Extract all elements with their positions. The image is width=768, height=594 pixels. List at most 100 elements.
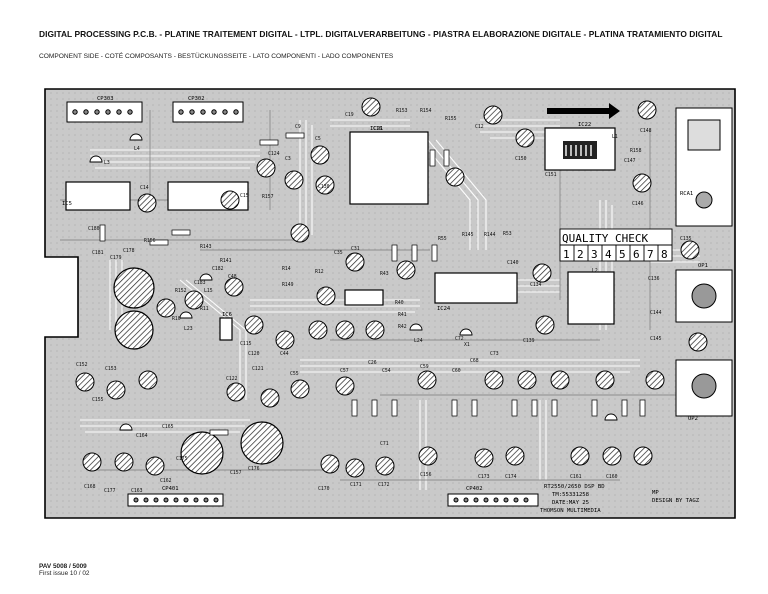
svg-text:C14: C14 — [140, 185, 149, 191]
connector-cp303 — [66, 101, 143, 123]
connector-cp302 — [172, 101, 244, 123]
svg-text:C165: C165 — [162, 424, 174, 430]
svg-text:C60: C60 — [452, 368, 461, 374]
svg-text:DESIGN BY TAGZ: DESIGN BY TAGZ — [652, 498, 700, 504]
transistors — [89, 133, 618, 431]
svg-text:R155: R155 — [445, 116, 457, 122]
svg-text:MP: MP — [652, 490, 659, 496]
svg-text:C155: C155 — [92, 397, 104, 403]
svg-text:R43: R43 — [380, 271, 389, 277]
svg-text:R152: R152 — [175, 288, 187, 294]
svg-text:R14: R14 — [282, 266, 291, 272]
svg-text:C162: C162 — [160, 478, 172, 484]
svg-text:R40: R40 — [395, 300, 404, 306]
label-cp303: CP303 — [97, 96, 114, 102]
svg-text:2: 2 — [577, 248, 584, 261]
svg-text:C180: C180 — [88, 226, 100, 232]
svg-text:C164: C164 — [136, 433, 148, 439]
svg-text:R157: R157 — [262, 194, 274, 200]
svg-text:C176: C176 — [248, 466, 260, 472]
svg-text:R156: R156 — [144, 238, 156, 244]
svg-text:C44: C44 — [280, 351, 289, 357]
svg-text:C172: C172 — [378, 482, 390, 488]
silkscreen-labels: C19 C16 C12 C9 C15 C14 C3 C5 C124 C130 C… — [76, 108, 692, 494]
svg-text:RT2550/2650 DSP BD: RT2550/2650 DSP BD — [544, 484, 605, 490]
svg-text:C115: C115 — [240, 341, 252, 347]
optical-port-op1 — [675, 269, 733, 323]
label-op2: OP2 — [688, 416, 698, 422]
svg-text:3: 3 — [591, 248, 598, 261]
footer-issue: First issue 10 / 02 — [39, 570, 90, 578]
svg-text:L3: L3 — [104, 160, 110, 166]
label-ic21: IC21 — [370, 126, 383, 132]
svg-text:C124: C124 — [268, 151, 280, 157]
svg-text:R10: R10 — [172, 316, 181, 322]
svg-text:C181: C181 — [92, 250, 104, 256]
direction-arrow-icon — [547, 103, 620, 119]
svg-text:C5: C5 — [315, 136, 321, 142]
resistors — [99, 132, 646, 436]
svg-text:C120: C120 — [248, 351, 260, 357]
svg-text:C153: C153 — [105, 366, 117, 372]
svg-text:C68: C68 — [470, 358, 479, 364]
svg-text:C147: C147 — [624, 158, 636, 164]
svg-text:C156: C156 — [420, 472, 432, 478]
svg-text:C134: C134 — [530, 282, 542, 288]
svg-text:C48: C48 — [228, 274, 237, 280]
label-cp401: CP401 — [162, 486, 179, 492]
label-op1: OP1 — [698, 263, 708, 269]
svg-text:C157: C157 — [230, 470, 242, 476]
svg-text:L1: L1 — [612, 134, 618, 140]
svg-text:C171: C171 — [350, 482, 362, 488]
svg-text:C35: C35 — [334, 250, 343, 256]
svg-text:C31: C31 — [351, 246, 360, 252]
svg-text:C9: C9 — [295, 124, 301, 130]
svg-text:C130: C130 — [318, 184, 330, 190]
svg-text:C140: C140 — [507, 260, 519, 266]
svg-text:C135: C135 — [680, 236, 692, 242]
svg-text:8: 8 — [661, 248, 668, 261]
svg-text:C139: C139 — [523, 338, 535, 344]
svg-text:C152: C152 — [76, 362, 88, 368]
quality-check-label: QUALITY CHECK — [562, 232, 648, 245]
svg-text:C182: C182 — [212, 266, 224, 272]
svg-text:DATE:MAY 25: DATE:MAY 25 — [552, 500, 589, 506]
svg-text:C57: C57 — [340, 368, 349, 374]
svg-text:C72: C72 — [455, 336, 464, 342]
svg-text:C177: C177 — [104, 488, 116, 494]
svg-text:C19: C19 — [345, 112, 354, 118]
footer-model: PAV 5008 / 5009 — [39, 563, 87, 570]
svg-text:7: 7 — [647, 248, 654, 261]
svg-text:C150: C150 — [515, 156, 527, 162]
svg-text:C151: C151 — [545, 172, 557, 178]
label-rca1: RCA1 — [680, 191, 693, 197]
svg-text:C168: C168 — [84, 484, 96, 490]
svg-text:R55: R55 — [438, 236, 447, 242]
svg-text:C12: C12 — [475, 124, 484, 130]
ic-outline — [65, 127, 616, 341]
svg-text:R53: R53 — [503, 231, 512, 237]
label-ic5: IC5 — [62, 201, 72, 207]
document-subtitle: COMPONENT SIDE - COTÉ COMPOSANTS - BESTÜ… — [39, 53, 394, 60]
svg-text:C15: C15 — [240, 193, 249, 199]
large-capacitors — [113, 267, 284, 475]
manufacturer-silkscreen: RT2550/2650 DSP BD TM:55331258 DATE:MAY … — [540, 484, 700, 514]
svg-text:C175: C175 — [176, 456, 188, 462]
ic22-chip — [563, 141, 597, 159]
svg-text:R154: R154 — [420, 108, 432, 114]
svg-text:R145: R145 — [462, 232, 474, 238]
label-ic6: IC6 — [222, 312, 232, 318]
svg-text:C178: C178 — [123, 248, 135, 254]
svg-text:TM:55331258: TM:55331258 — [552, 492, 590, 498]
svg-text:C73: C73 — [490, 351, 499, 357]
svg-text:R41: R41 — [398, 312, 407, 318]
svg-text:5: 5 — [619, 248, 626, 261]
svg-text:C55: C55 — [290, 371, 299, 377]
svg-text:X1: X1 — [464, 342, 470, 348]
svg-text:C146: C146 — [632, 201, 644, 207]
svg-text:R144: R144 — [484, 232, 496, 238]
svg-text:4: 4 — [605, 248, 612, 261]
rca-jack — [675, 107, 733, 227]
svg-text:R143: R143 — [200, 244, 212, 250]
